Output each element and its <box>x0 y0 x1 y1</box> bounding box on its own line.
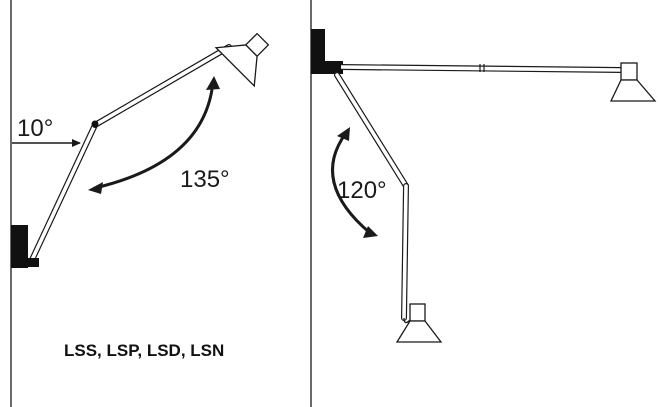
left-wall-mount <box>11 225 28 268</box>
right-mount-connector <box>311 61 343 74</box>
right-lamp-head-lower <box>395 303 443 343</box>
left-swing-arc <box>94 81 215 190</box>
left-swing-angle-label: 135° <box>180 166 230 193</box>
left-arm-base-joint <box>27 258 39 267</box>
right-lamp-head-upper <box>609 62 657 102</box>
tilt-angle-label: 10° <box>17 115 53 142</box>
right-swing-angle-label: 120° <box>337 177 387 204</box>
models-label: LSS, LSP, LSD, LSN <box>64 341 224 360</box>
left-elbow-joint <box>91 120 99 128</box>
left-swing-arrowhead-lower <box>88 182 103 194</box>
left-lamp-head <box>214 32 270 88</box>
right-horizontal-arm <box>340 64 622 73</box>
right-folded-upper-arm <box>401 183 409 321</box>
right-folded-lower-arm <box>334 72 409 189</box>
left-swing-arrowhead-upper <box>206 76 220 90</box>
right-swing-arc <box>331 132 371 235</box>
left-view: 10° 135° LSS, LSP, LSD, LSN <box>10 0 270 407</box>
left-lower-arm <box>28 122 98 265</box>
right-swing-arrowhead-lower <box>363 226 378 238</box>
right-swing-arrowhead-upper <box>337 127 350 141</box>
right-view: 120° <box>310 0 657 407</box>
left-upper-arm <box>92 44 232 128</box>
